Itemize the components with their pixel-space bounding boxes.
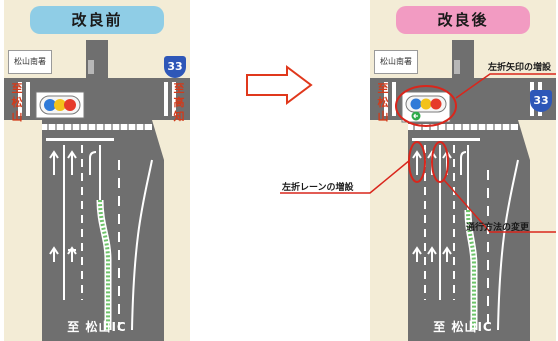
after-road-diagram xyxy=(370,40,556,341)
after-panel: 改良後 松山南署 至 松 山 33 至 松山IC 左折矢印の増設 通行方法の変更 xyxy=(370,0,556,341)
left-direction-char-3: 山 xyxy=(11,110,23,123)
right-direction-char-2: 高 xyxy=(173,96,185,109)
right-direction-char-1: 至 xyxy=(173,82,185,95)
left-direction-char-1: 至 xyxy=(11,82,23,95)
place-label: 松山南署 xyxy=(374,50,418,74)
callout-left-turn-lane: 左折レーンの増設 xyxy=(282,183,354,193)
bottom-destination-sign: 至 松山IC xyxy=(433,320,493,334)
route-shield-icon: 33 xyxy=(530,90,552,112)
left-direction-char-3: 山 xyxy=(377,110,389,123)
transition-arrow-icon xyxy=(246,65,313,105)
place-label: 松山南署 xyxy=(8,50,52,74)
callout-left-turn-arrow: 左折矢印の増設 xyxy=(488,63,552,73)
callout-traffic-method: 通行方法の変更 xyxy=(466,223,530,233)
bottom-destination-sign: 至 松山IC xyxy=(67,320,127,334)
left-direction-char-1: 至 xyxy=(377,82,389,95)
route-shield-icon: 33 xyxy=(164,56,186,78)
left-direction-char-2: 松 xyxy=(377,96,389,109)
before-panel: 改良前 松山南署 至 松 山 至 高 知 33 至 松山IC xyxy=(4,0,190,341)
before-title: 改良前 xyxy=(30,6,164,34)
after-title: 改良後 xyxy=(396,6,530,34)
right-direction-char-3: 知 xyxy=(173,110,185,123)
callout-left-turn-lane-leader xyxy=(280,159,410,194)
before-road-diagram xyxy=(4,40,190,341)
left-direction-char-2: 松 xyxy=(11,96,23,109)
